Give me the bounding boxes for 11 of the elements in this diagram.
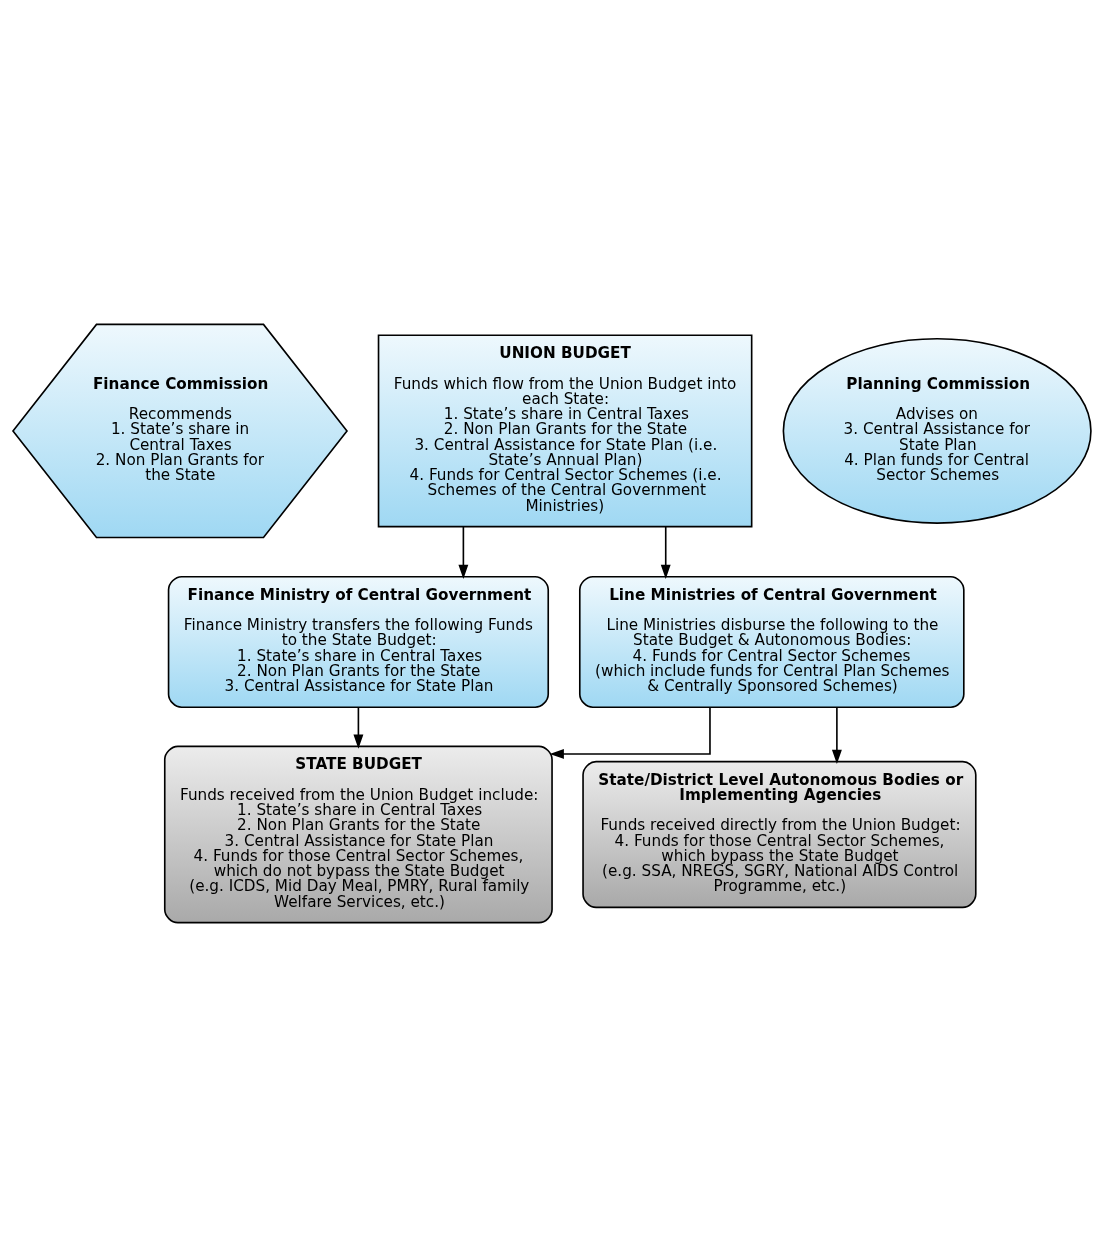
arrow: [660, 526, 671, 579]
node-box: Line Ministries of Central Government Line Ministries disburse the following to the State Budget & Autonomous Bodies: 4. Funds for Central Sector Schemes (which include funds for Central Plan Schemes & Centrally Sponsored Schemes): [578, 575, 965, 709]
node-box: State/District Level Autonomous Bodies or Implementing Agencies Funds received directly from the Union Budget: 4. Funds for those Central Sector Schemes, which bypass the State Budget (e.g. SSA, NREGS, SGRY, National AIDS Control Programme, etc.): [582, 760, 977, 909]
node-ellipse: Planning Commission Advises on 3. Central Assistance for State Plan 4. Plan funds for Central Sector Schemes: [782, 337, 1092, 524]
arrow: [831, 706, 842, 764]
arrow: [549, 706, 711, 759]
node-box: STATE BUDGET Funds received from the Union Budget include: 1. State’s share in Central Taxes 2. Non Plan Grants for the State 3. Central Assistance for State Plan 4. Funds for those Central Sector Schemes, which do not bypass the State Budget (e.g. ICDS, Mid Day Meal, PMRY, Rural family Welfare Services, etc.): [163, 745, 553, 924]
arrow: [458, 526, 469, 579]
arrow: [353, 706, 364, 749]
node-box: UNION BUDGET Funds which flow from the Union Budget into each State: 1. State’s share in Central Taxes 2. Non Plan Grants for the State 3. Central Assistance for State Plan (i.e. State’s Annual Plan) 4. Funds for Central Sector Schemes (i.e. Schemes of the Central Government Ministries): [377, 334, 753, 528]
node-box: Finance Ministry of Central Government Finance Ministry transfers the following Funds to the State Budget: 1. State’s share in Central Taxes 2. Non Plan Grants for the State 3. Central Assistance for State Plan: [167, 575, 550, 709]
